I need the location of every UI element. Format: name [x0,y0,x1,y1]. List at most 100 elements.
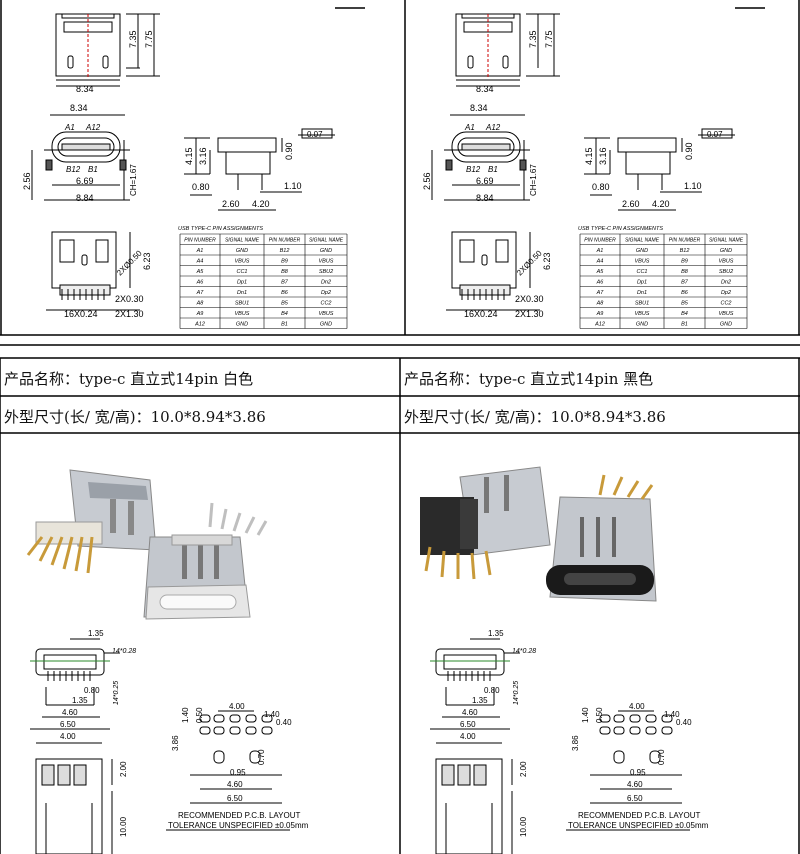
table-cell-right: B12 [680,248,690,254]
table-cell-right: B7 [681,280,689,286]
dim-040-r: 0.40 [676,718,692,727]
table-cell: B12 [280,248,290,254]
table-cell-right: B9 [681,259,688,265]
section-view [31,114,130,201]
white-connector-right [143,502,268,620]
tech-drawing-bottom: 1.35 14*0.28 0.80 14*0.25 1.35 4.60 6.50… [30,629,309,854]
pin-b1-label-r: B1 [488,165,498,174]
table-cell-right: A4 [596,259,604,265]
pin-a1-label: A1 [64,123,75,132]
dim-400-pcb-r: 4.00 [629,702,645,711]
table-cell: GND [320,248,332,254]
white-connector-left [26,469,157,574]
dim-140-pcb: 1.40 [264,710,280,719]
table-cell: VBUS [319,311,334,317]
pin-view [46,231,140,311]
dim-834-top-r: 8.34 [476,84,494,94]
dim-135-r: 1.35 [488,629,504,638]
side-profile [35,742,113,854]
product-name-black: 产品名称：type-c 直立式14pin 黑色 [404,370,654,388]
pcb-caption-2: TOLERANCE UNSPECIFIED ±0.05mm [168,821,309,830]
table-cell: A1 [196,248,204,254]
table-cell: A7 [196,290,205,296]
pin-table-title-r: USB TYPE-C PIN ASSIGNMENTS [578,226,663,232]
dim-ch: CH=1.67 [129,164,138,196]
dim-2x030: 2X0.30 [115,294,144,304]
dim-2x130: 2X1.30 [115,309,144,319]
dim-070-r: 0.70 [657,749,666,765]
table-cell: VBUS [235,259,250,265]
table-cell: A6 [196,280,205,286]
dim-735: 7.35 [128,30,138,48]
dim-140: 1.40 [181,707,190,723]
dim-140-pcb-r: 1.40 [664,710,680,719]
table-header-cell-right: PIN NUMBER [669,238,701,244]
dim-16x024: 16X0.24 [64,309,98,319]
dim-256-r: 2.56 [422,172,432,190]
dim-1000-r: 10.00 [519,816,528,837]
dim-135: 1.35 [88,629,104,638]
front-view [55,7,365,87]
product-size-black: 外型尺寸(长/ 宽/高)：10.0*8.94*3.86 [404,408,666,426]
table-cell: A9 [196,311,204,317]
dim-834-top: 8.34 [76,84,94,94]
table-cell-right: SBU2 [719,269,733,275]
dim-420-r: 4.20 [652,199,670,209]
table-cell: SBU1 [235,301,249,307]
table-cell: A12 [194,322,205,328]
table-cell-right: GND [720,322,732,328]
dim-260-r: 2.60 [622,199,640,209]
dim-735-r: 7.35 [528,30,538,48]
table-cell-right: A8 [596,301,605,307]
table-cell: A5 [196,269,205,275]
dim-650-pcb: 6.50 [227,794,243,803]
dim-14x028-r: 14*0.28 [512,648,536,655]
tech-drawing-top: 8.34 7.35 7.75 8.34 A1 A12 B12 B1 2.56 6… [22,7,365,329]
table-header-cell-right: SIGNAL NAME [625,238,660,244]
table-cell: B5 [281,301,289,307]
dim-386: 3.86 [171,735,180,751]
section-view-right [431,114,530,201]
pin-view-right [446,231,540,311]
dim-650-r: 6.50 [460,720,476,729]
table-cell-right: Dn2 [721,280,731,286]
dim-400: 4.00 [60,732,76,741]
table-cell-right: VBUS [635,311,650,317]
dim-14x028: 14*0.28 [112,648,136,655]
table-cell: B4 [281,311,288,317]
table-cell-right: A1 [596,248,604,254]
dim-070: 0.70 [257,749,266,765]
pin-a1-label-r: A1 [464,123,475,132]
table-cell-right: Dp2 [721,290,731,296]
dim-415: 4.15 [184,147,194,165]
table-cell-right: SBU1 [635,301,649,307]
table-cell: Dn2 [321,280,331,286]
dim-256: 2.56 [22,172,32,190]
tech-drawing-bottom-right: 1.35 14*0.28 0.80 14*0.25 1.35 4.60 6.50… [430,629,709,854]
pcb-caption-1-r: RECOMMENDED P.C.B. LAYOUT [578,811,701,820]
photo-white-connector [26,469,268,620]
table-cell: VBUS [319,259,334,265]
table-header-cell: SIGNAL NAME [225,238,260,244]
table-cell: A4 [196,259,204,265]
photo-black-connector [420,466,657,602]
dim-884: 8.84 [76,193,94,203]
table-cell-right: A9 [596,311,604,317]
table-cell: Dp1 [237,280,247,286]
dim-080-b: 0.80 [84,686,100,695]
table-cell-right: VBUS [635,259,650,265]
table-cell: CC1 [236,269,247,275]
dim-775-r: 7.75 [544,30,554,48]
dim-669: 6.69 [76,176,94,186]
dim-260: 2.60 [222,199,240,209]
table-cell-right: B1 [681,322,688,328]
dim-2x130-r: 2X1.30 [515,309,544,319]
pin-ticks [61,289,105,300]
right-column: 8.34 7.35 7.75 8.34 A1 A12 B12 B1 2.56 6… [400,0,800,854]
dim-135-b: 1.35 [72,696,88,705]
dim-415-r: 4.15 [584,147,594,165]
dim-1000: 10.00 [119,816,128,837]
table-cell: B8 [281,269,289,275]
dim-884-r: 8.84 [476,193,494,203]
